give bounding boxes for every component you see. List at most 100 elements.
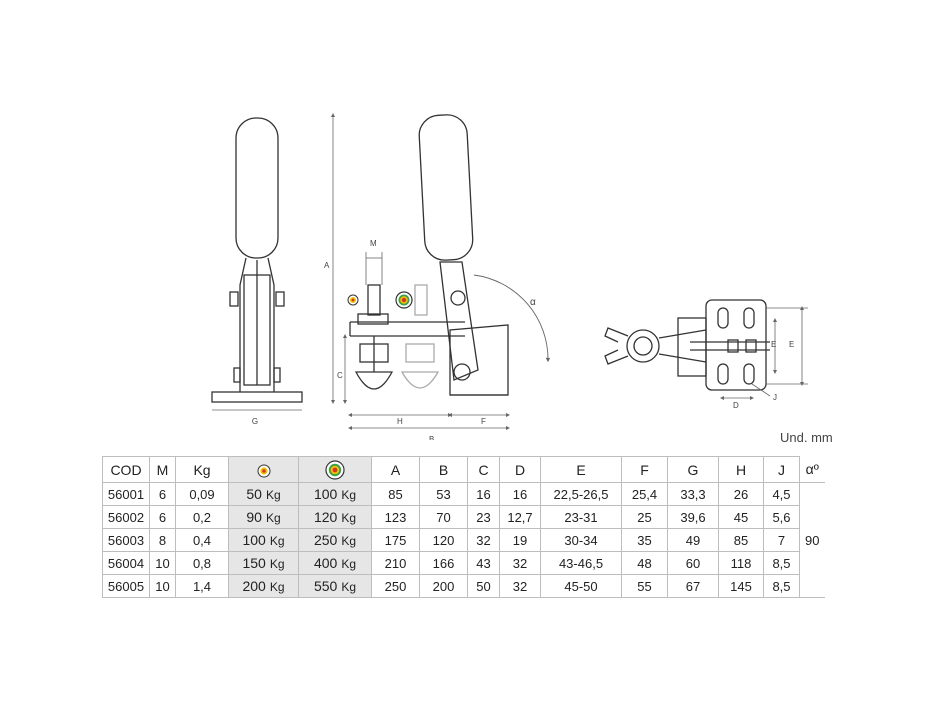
cell-a: 123	[371, 505, 420, 529]
cell-load2-value: 120	[313, 509, 338, 525]
cell-load2-unit: Kg	[341, 488, 357, 502]
cell-m: 8	[149, 528, 176, 552]
cell-b: 166	[419, 551, 468, 575]
gauge-large-icon	[395, 291, 413, 309]
cell-d: 12,7	[499, 505, 541, 529]
col-header-c: C	[467, 456, 500, 483]
cell-load1-value: 200	[242, 578, 266, 594]
col-header-load-large	[298, 456, 372, 483]
cell-load2-unit: Kg	[341, 534, 357, 548]
cell-d: 32	[499, 574, 541, 598]
cell-cod: 56003	[102, 528, 150, 552]
cell-j: 5,6	[763, 505, 800, 529]
cell-load2-unit: Kg	[341, 557, 357, 571]
cell-load1-value: 150	[242, 555, 266, 571]
cell-h: 118	[718, 551, 764, 575]
cell-m: 6	[149, 482, 176, 506]
cell-g: 49	[667, 528, 719, 552]
gauge-small-icon	[257, 464, 270, 478]
cell-j: 4,5	[763, 482, 800, 506]
dim-label-alpha: α	[530, 297, 536, 308]
cell-d: 16	[499, 482, 541, 506]
cell-alpha: 90	[799, 482, 825, 598]
cell-kg: 0,8	[175, 551, 229, 575]
cell-m: 6	[149, 505, 176, 529]
cell-f: 35	[621, 528, 668, 552]
dim-label-g: G	[252, 417, 258, 426]
dim-label-a: A	[324, 261, 330, 270]
cell-load2-value: 250	[313, 532, 338, 548]
front-view	[211, 117, 303, 411]
dim-label-h: H	[397, 417, 403, 426]
cell-load1-unit: Kg	[269, 557, 285, 571]
technical-drawing: G A M C H F B α	[211, 113, 808, 440]
side-view	[349, 114, 551, 396]
cell-e: 22,5-26,5	[540, 482, 622, 506]
cell-load2-unit: Kg	[341, 511, 357, 525]
col-header-alpha: αº	[799, 456, 825, 483]
cell-h: 145	[718, 574, 764, 598]
cell-c: 50	[467, 574, 500, 598]
dim-label-d: D	[733, 401, 739, 410]
cell-b: 120	[419, 528, 468, 552]
cell-g: 60	[667, 551, 719, 575]
col-header-e: E	[540, 456, 622, 483]
cell-a: 175	[371, 528, 420, 552]
cell-b: 70	[419, 505, 468, 529]
gauge-large-icon	[325, 459, 345, 480]
cell-h: 45	[718, 505, 764, 529]
col-header-kg: Kg	[175, 456, 229, 483]
cell-b: 53	[419, 482, 468, 506]
cell-load2-value: 550	[313, 578, 338, 594]
cell-f: 55	[621, 574, 668, 598]
cell-f: 25	[621, 505, 668, 529]
cell-kg: 0,09	[175, 482, 229, 506]
col-header-load-small	[228, 456, 299, 483]
cell-c: 32	[467, 528, 500, 552]
cell-load1-value: 50	[246, 486, 262, 502]
cell-j: 8,5	[763, 574, 800, 598]
col-header-h: H	[718, 456, 764, 483]
dim-label-f: F	[481, 417, 486, 426]
dim-label-j: J	[773, 393, 777, 402]
cell-g: 39,6	[667, 505, 719, 529]
cell-load2-unit: Kg	[341, 580, 357, 594]
cell-m: 10	[149, 551, 176, 575]
cell-kg: 0,4	[175, 528, 229, 552]
cell-h: 26	[718, 482, 764, 506]
gauge-small-icon	[347, 294, 359, 306]
cell-cod: 56004	[102, 551, 150, 575]
cell-load1-unit: Kg	[269, 580, 285, 594]
table-header-row: COD M Kg A B C D	[102, 456, 825, 483]
top-view-dimensions	[720, 306, 808, 400]
cell-a: 85	[371, 482, 420, 506]
col-header-a: A	[371, 456, 420, 483]
col-header-j: J	[763, 456, 800, 483]
top-view	[604, 299, 770, 391]
cell-c: 16	[467, 482, 500, 506]
dim-label-e-inner: E	[771, 340, 776, 349]
side-view-dimensions	[331, 113, 510, 430]
dim-label-b: B	[429, 435, 434, 440]
dim-label-c: C	[337, 371, 343, 380]
cell-g: 33,3	[667, 482, 719, 506]
cell-c: 43	[467, 551, 500, 575]
col-header-g: G	[667, 456, 719, 483]
cell-load1-value: 100	[242, 532, 266, 548]
cell-f: 25,4	[621, 482, 668, 506]
unit-note: Und. mm	[780, 430, 833, 445]
cell-d: 32	[499, 551, 541, 575]
cell-load1-unit: Kg	[265, 511, 281, 525]
cell-d: 19	[499, 528, 541, 552]
cell-load1-unit: Kg	[269, 534, 285, 548]
cell-m: 10	[149, 574, 176, 598]
cell-h: 85	[718, 528, 764, 552]
